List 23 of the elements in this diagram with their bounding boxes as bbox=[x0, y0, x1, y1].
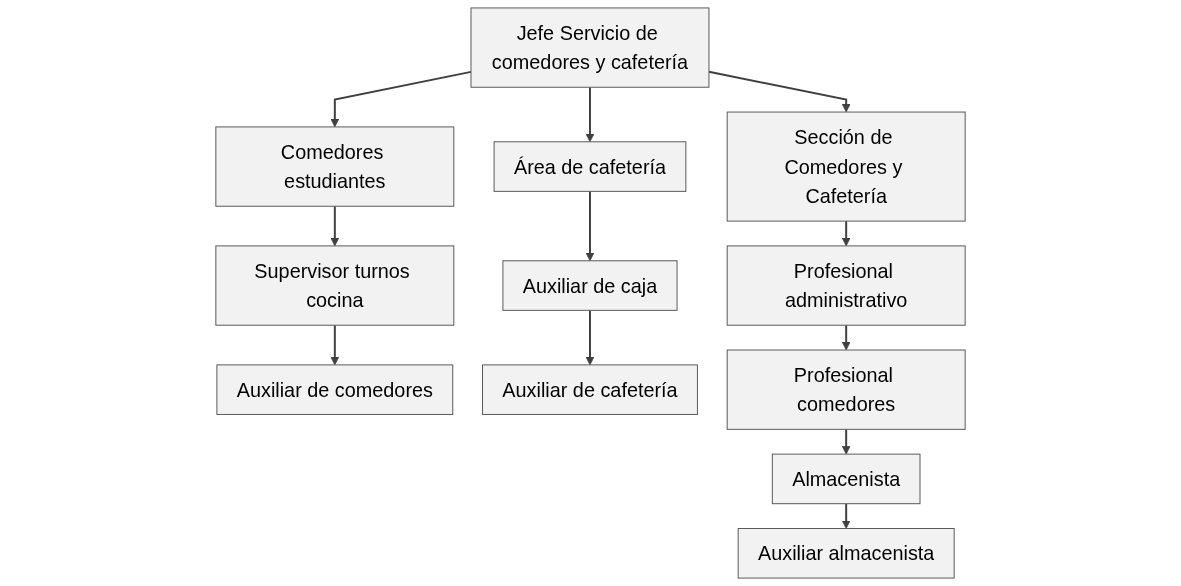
arrow bbox=[330, 205, 340, 247]
node-box: Comedores estudiantes bbox=[215, 126, 455, 207]
node-box: Auxiliar de comedores bbox=[216, 364, 454, 415]
node-box: Profesional comedores bbox=[726, 349, 966, 430]
arrow bbox=[841, 428, 851, 455]
arrow bbox=[841, 220, 851, 247]
arrow bbox=[330, 70, 472, 128]
node-box: Supervisor turnos cocina bbox=[215, 245, 455, 326]
arrow bbox=[585, 190, 595, 262]
node-box: Sección de Comedores y Cafetería bbox=[726, 111, 966, 222]
arrow bbox=[707, 70, 851, 113]
arrow bbox=[841, 502, 851, 529]
node-box: Auxiliar de cafetería bbox=[482, 364, 698, 415]
node-box: Profesional administrativo bbox=[726, 245, 966, 326]
node-box: Área de cafetería bbox=[493, 141, 687, 192]
arrow bbox=[330, 324, 340, 366]
arrow bbox=[841, 324, 851, 351]
arrow bbox=[585, 86, 595, 143]
node-box: Almacenista bbox=[771, 453, 921, 505]
node-box: Auxiliar almacenista bbox=[737, 528, 955, 579]
arrow bbox=[585, 309, 595, 366]
node-box: Jefe Servicio de comedores y cafetería bbox=[470, 7, 710, 88]
node-box: Auxiliar de caja bbox=[502, 260, 678, 311]
